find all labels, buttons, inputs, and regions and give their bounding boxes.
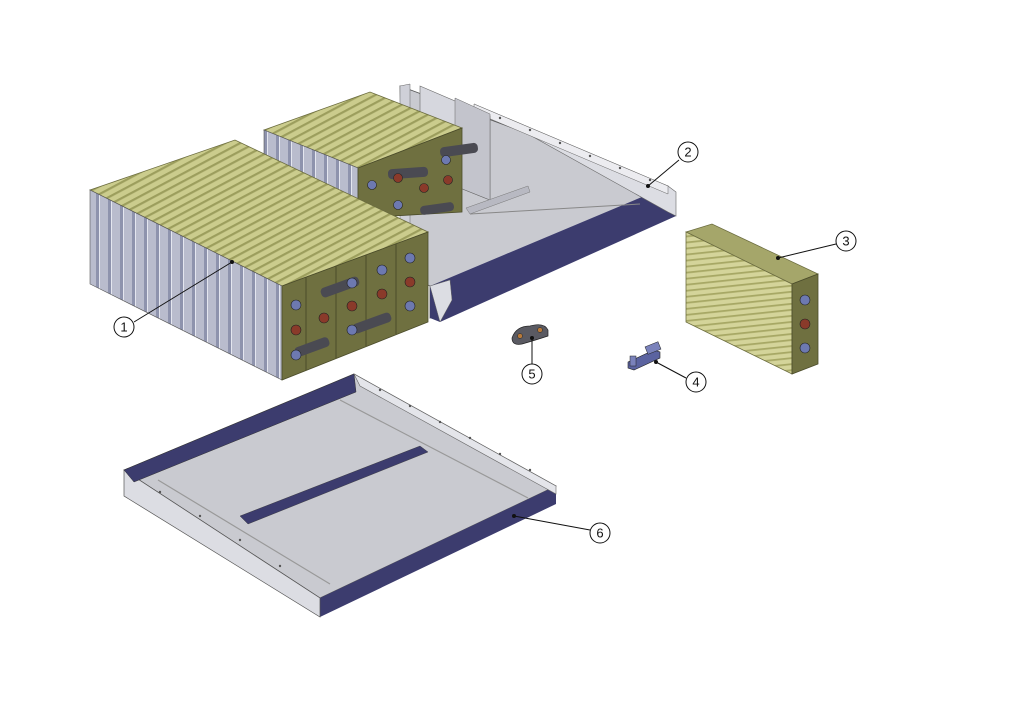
callout-label-6: 6 [596,526,603,541]
callout-label-2: 2 [684,145,691,160]
leader-lines [133,159,837,531]
battery-module [88,91,478,381]
battery-cell [685,223,819,375]
battery-block-front [88,139,430,381]
leader-3 [777,243,837,259]
callout-label-5: 5 [528,367,535,382]
callout-2: 2 [677,141,699,163]
leader-2 [647,159,680,187]
lower-tray [123,373,557,618]
callout-label-3: 3 [842,234,849,249]
cell-terminals-front [290,252,416,361]
cell-terminal-bottom [799,342,811,354]
callout-label-1: 1 [120,320,127,335]
callout-3: 3 [835,230,857,252]
cell-terminal-top [799,294,811,306]
leader-1 [133,261,233,323]
callout-4: 4 [685,371,707,393]
callout-1: 1 [113,316,135,338]
callout-5: 5 [521,363,543,385]
cell-terminals-rear [367,155,453,210]
fuse-clip [627,341,662,371]
callout-6: 6 [589,522,611,544]
leader-4 [655,361,687,379]
callout-label-4: 4 [692,375,699,390]
cell-vent [799,318,811,330]
leader-6 [513,515,591,531]
connector-strap [511,324,549,345]
